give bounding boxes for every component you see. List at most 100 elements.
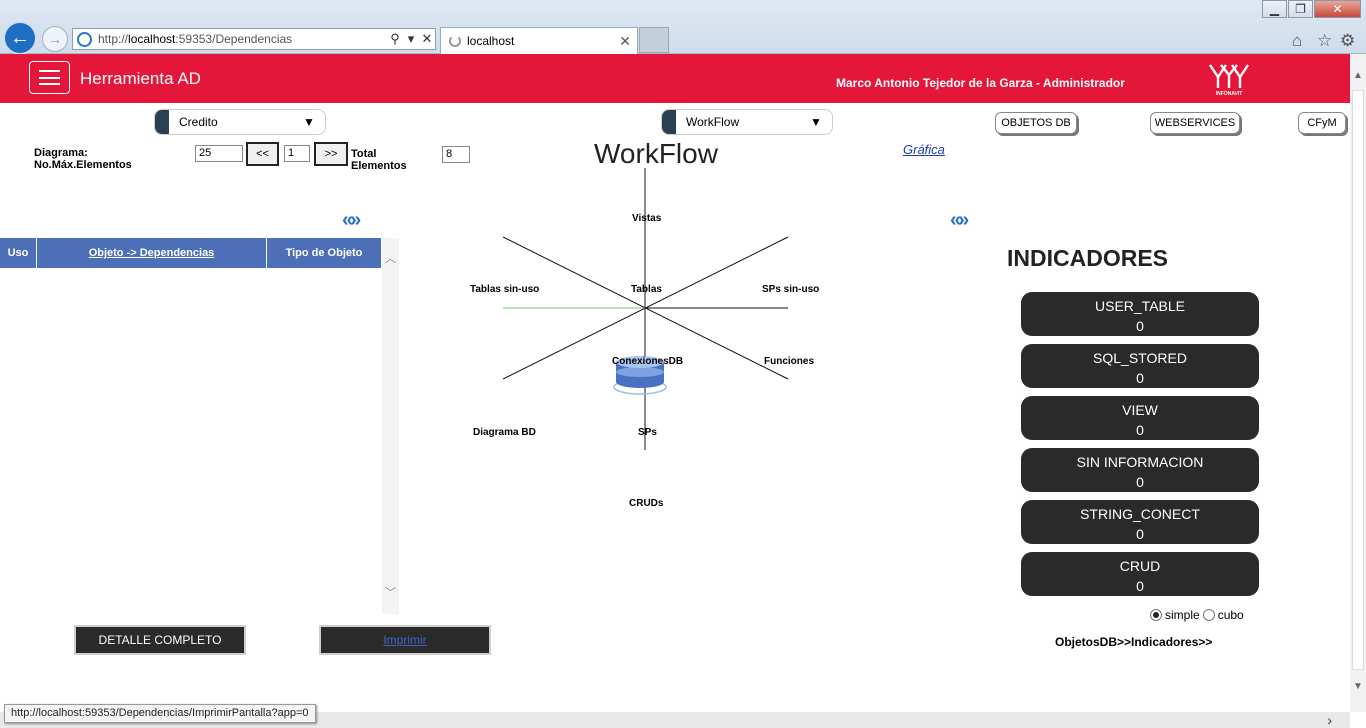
objetos-db-button[interactable]: OBJETOS DB — [995, 112, 1077, 134]
indicator-value: 0 — [1136, 318, 1144, 334]
ie-page-icon — [77, 31, 92, 47]
forward-arrow-icon: → — [48, 31, 62, 47]
total-elements-label: Total Elementos — [351, 148, 407, 172]
column-header-uso[interactable]: Uso — [0, 238, 37, 268]
breadcrumb[interactable]: ObjetosDB>>Indicadores>> — [1055, 635, 1213, 649]
maximize-button[interactable]: ❐ — [1288, 0, 1313, 18]
address-bar[interactable]: http://localhost:59353/Dependencias ⚲ ▾ … — [72, 28, 436, 50]
application-select-value: Credito — [179, 115, 218, 129]
max-elements-label: Diagrama: No.Máx.Elementos — [34, 147, 132, 171]
webservices-button[interactable]: WEBSERVICES — [1150, 112, 1240, 134]
node-tablas[interactable]: Tablas — [631, 284, 662, 295]
collapse-right-icon[interactable]: «» — [950, 209, 969, 231]
application-select[interactable]: Credito ▼ — [154, 109, 326, 135]
indicadores-title: INDICADORES — [1007, 245, 1169, 271]
page-horizontal-scrollbar[interactable]: › — [0, 712, 1350, 728]
home-icon[interactable]: ⌂ — [1292, 31, 1303, 50]
indicator-string-conect[interactable]: STRING_CONECT 0 — [1021, 500, 1259, 544]
indicator-sql-stored[interactable]: SQL_STORED 0 — [1021, 344, 1259, 388]
tab-title: localhost — [467, 34, 515, 48]
total-elements-value: 8 — [442, 146, 470, 163]
view-select-value: WorkFlow — [686, 115, 740, 129]
next-page-button[interactable]: >> — [314, 142, 348, 166]
indicator-sin-informacion[interactable]: SIN INFORMACION 0 — [1021, 448, 1259, 492]
close-window-button[interactable]: ✕ — [1314, 0, 1361, 18]
menu-bar-icon — [39, 70, 60, 72]
menu-bar-icon — [39, 83, 60, 85]
table-scrollbar[interactable]: ︿ ﹀ — [382, 238, 399, 614]
indicator-name: CRUD — [1119, 558, 1161, 574]
table-header: Uso Objeto -> Dependencias Tipo de Objet… — [0, 238, 381, 268]
url-text[interactable]: http://localhost:59353/Dependencias — [98, 32, 293, 46]
node-tablas-sin-uso[interactable]: Tablas sin-uso — [470, 284, 540, 295]
chart-mode-radios: simple cubo — [1150, 608, 1244, 622]
app-title: Herramienta AD — [80, 69, 201, 88]
radio-simple[interactable] — [1150, 609, 1162, 621]
status-bar-url-tooltip: http://localhost:59353/Dependencias/Impr… — [4, 704, 316, 723]
indicator-view[interactable]: VIEW 0 — [1021, 396, 1259, 440]
indicator-value: 0 — [1136, 474, 1144, 490]
indicator-user-table[interactable]: USER_TABLE 0 — [1021, 292, 1259, 336]
browser-tab[interactable]: localhost ✕ — [440, 27, 638, 54]
back-button[interactable]: ← — [3, 21, 37, 55]
prev-page-button[interactable]: << — [246, 142, 279, 166]
database-icon[interactable] — [613, 356, 667, 395]
cfym-button[interactable]: CFyM — [1298, 112, 1346, 134]
page-number-input[interactable]: 1 — [284, 145, 310, 162]
forward-button[interactable]: → — [42, 26, 68, 52]
indicator-name: SIN INFORMACION — [1076, 454, 1204, 470]
node-cruds[interactable]: CRUDs — [629, 498, 664, 509]
node-sps-sin-uso[interactable]: SPs sin-uso — [762, 284, 820, 295]
column-header-objeto[interactable]: Objeto -> Dependencias — [37, 238, 267, 268]
favorites-star-icon[interactable]: ☆ — [1317, 31, 1333, 50]
workflow-diagram: Vistas Tablas sin-uso Tablas SPs sin-uso… — [440, 160, 860, 520]
scroll-right-icon[interactable]: › — [1327, 712, 1332, 728]
scroll-down-icon[interactable]: ▼ — [1353, 681, 1363, 692]
node-sps[interactable]: SPs — [638, 427, 657, 438]
node-conexiones-db[interactable]: ConexionesDB — [612, 356, 684, 367]
dropdown-icon[interactable]: ▾ — [407, 31, 415, 46]
radio-cubo[interactable] — [1202, 609, 1215, 621]
chevron-down-icon: ▼ — [810, 115, 822, 129]
node-funciones[interactable]: Funciones — [764, 356, 815, 367]
settings-gear-icon[interactable]: ⚙ — [1340, 31, 1356, 50]
indicator-name: STRING_CONECT — [1080, 506, 1200, 522]
stop-icon[interactable]: ✕ — [421, 31, 433, 46]
dependencies-table: Uso Objeto -> Dependencias Tipo de Objet… — [0, 238, 381, 268]
chevron-down-icon: ▼ — [303, 115, 315, 129]
indicator-value: 0 — [1136, 578, 1144, 594]
indicator-name: VIEW — [1122, 402, 1158, 418]
loading-spinner-icon — [449, 35, 461, 47]
scroll-thumb[interactable] — [1352, 90, 1364, 670]
menu-bar-icon — [39, 76, 60, 79]
tab-close-icon[interactable]: ✕ — [619, 32, 631, 49]
svg-text:INFONAVIT: INFONAVIT — [1216, 91, 1243, 97]
browser-chrome: ← → http://localhost:59353/Dependencias … — [0, 0, 1366, 55]
view-select[interactable]: WorkFlow ▼ — [661, 109, 833, 135]
imprimir-button[interactable]: Imprimir — [319, 625, 491, 655]
new-tab-button[interactable] — [639, 27, 669, 53]
indicator-value: 0 — [1136, 370, 1144, 386]
hamburger-menu-button[interactable] — [29, 61, 70, 94]
max-elements-input[interactable]: 25 — [195, 145, 243, 162]
collapse-left-icon[interactable]: «» — [342, 209, 361, 231]
search-icon[interactable]: ⚲ — [390, 31, 400, 46]
user-info: Marco Antonio Tejedor de la Garza - Admi… — [836, 76, 1125, 90]
indicator-value: 0 — [1136, 526, 1144, 542]
page-vertical-scrollbar[interactable]: ▲ ▼ — [1350, 54, 1366, 712]
column-header-tipo[interactable]: Tipo de Objeto — [285, 247, 363, 259]
page-title: WorkFlow — [594, 138, 718, 169]
diagram-lines — [502, 168, 789, 450]
indicator-crud[interactable]: CRUD 0 — [1021, 552, 1259, 596]
node-vistas[interactable]: Vistas — [632, 213, 662, 224]
scroll-up-icon[interactable]: ▲ — [1353, 70, 1363, 81]
radio-simple-label: simple — [1165, 608, 1200, 622]
chevron-up-icon[interactable]: ︿ — [385, 253, 396, 265]
grafica-link[interactable]: Gráfica — [903, 142, 945, 157]
indicator-name: SQL_STORED — [1093, 350, 1187, 366]
chevron-down-icon[interactable]: ﹀ — [385, 587, 396, 599]
back-arrow-icon: ← — [10, 26, 30, 49]
detalle-completo-button[interactable]: DETALLE COMPLETO — [74, 625, 246, 655]
minimize-button[interactable]: ▁ — [1262, 0, 1287, 18]
node-diagrama-bd[interactable]: Diagrama BD — [473, 427, 536, 438]
